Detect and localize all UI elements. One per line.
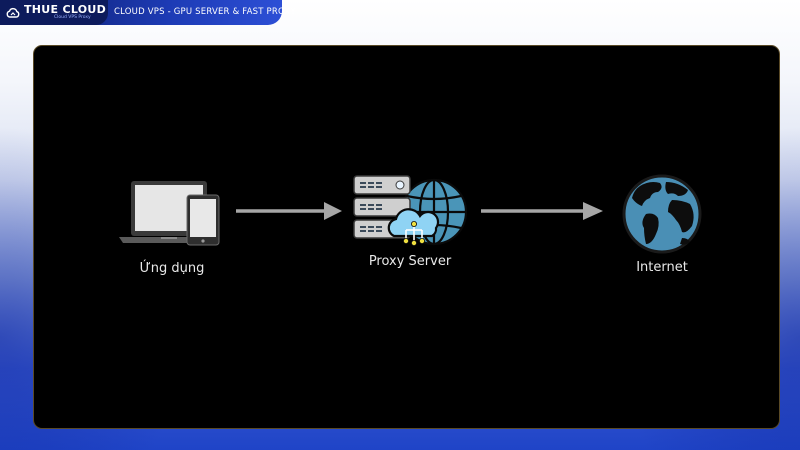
node-app: Ứng dụng — [117, 179, 227, 276]
earth-globe-icon — [622, 174, 702, 254]
diagram-panel: Ứng dụng — [33, 45, 780, 429]
server-cloud-globe-icon — [353, 175, 468, 247]
brand-subtitle: Cloud VPS Proxy — [54, 15, 91, 21]
laptop-tablet-icon — [119, 181, 220, 246]
arrow-proxy-to-internet — [481, 202, 603, 220]
node-proxy-server: Proxy Server — [350, 174, 470, 269]
node-internet: Internet — [612, 174, 712, 275]
cloud-logo-icon — [6, 6, 20, 20]
brand-tagline: CLOUD VPS - GPU SERVER & FAST PROXY — [114, 7, 296, 17]
brand-name: THUE CLOUD — [24, 3, 107, 17]
node-label-app: Ứng dụng — [139, 261, 205, 276]
brand-bar: THUE CLOUD Cloud VPS Proxy CLOUD VPS - G… — [0, 0, 296, 25]
arrow-app-to-proxy — [236, 202, 342, 220]
brand-logo[interactable]: THUE CLOUD Cloud VPS Proxy — [0, 0, 108, 25]
node-label-proxy-server: Proxy Server — [368, 254, 452, 269]
node-label-internet: Internet — [636, 260, 688, 275]
